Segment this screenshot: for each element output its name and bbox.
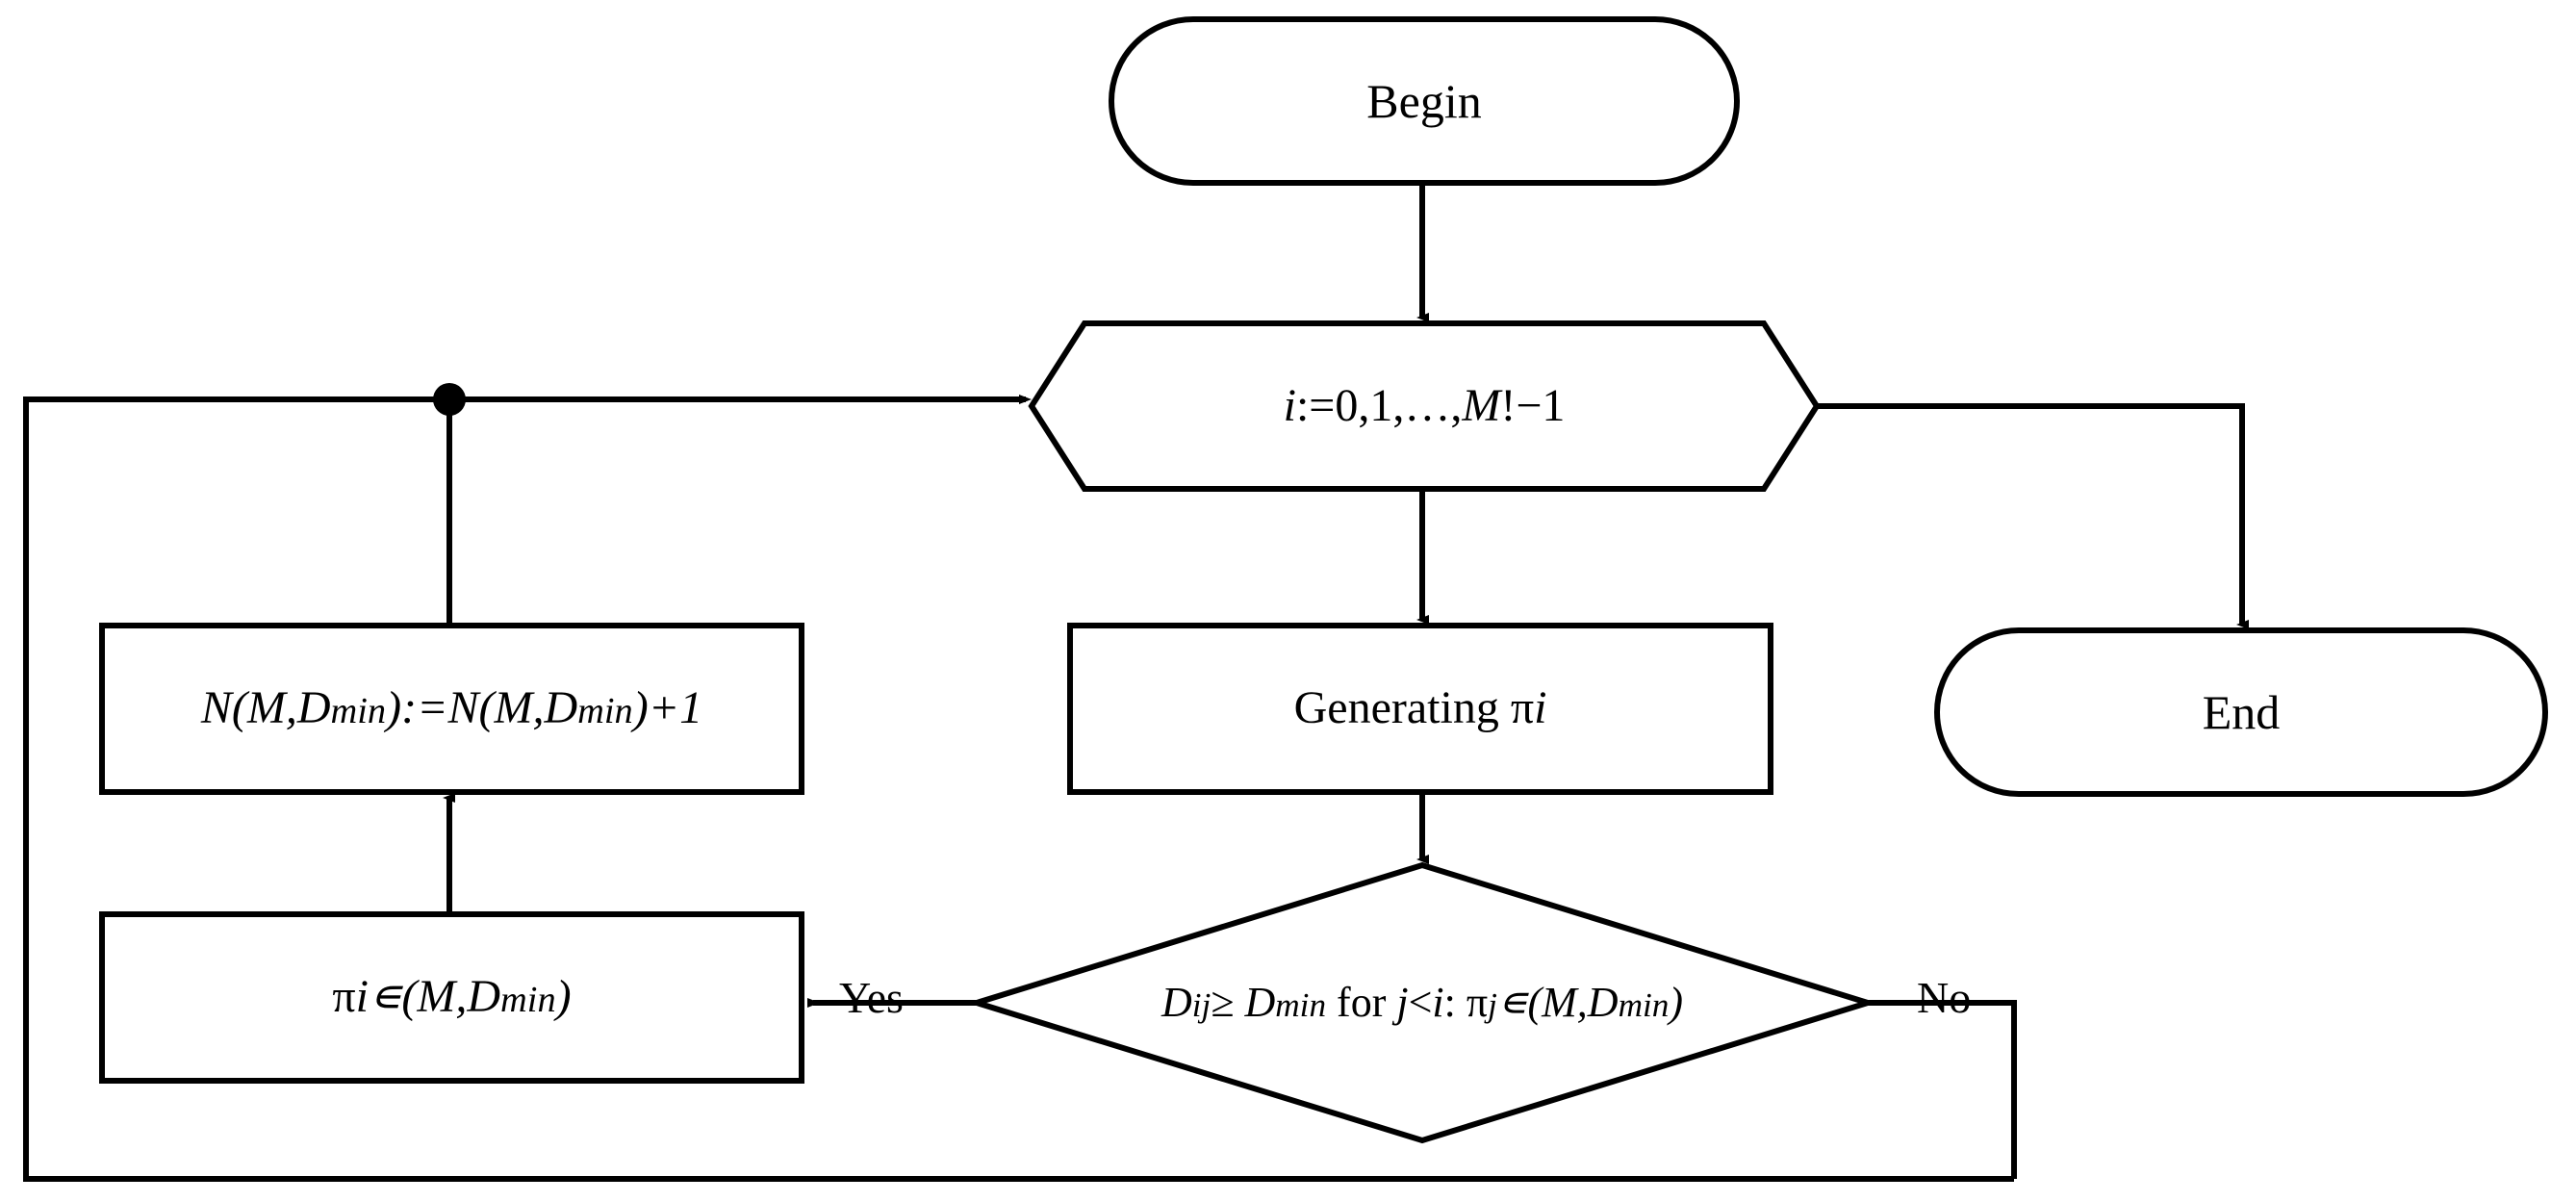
edge-loop-to-end <box>1817 403 2249 629</box>
generating-node-shape <box>1067 623 1773 795</box>
loop-node-shape <box>1028 320 1821 492</box>
end-node-shape <box>1934 627 2548 797</box>
edge-bottom-return-left <box>23 396 2014 1182</box>
store-node-shape <box>99 911 804 1084</box>
loop-junction-dot <box>433 383 466 416</box>
decision-node-shape <box>966 861 1878 1144</box>
counter-node-shape <box>99 623 804 795</box>
begin-node-shape <box>1109 16 1740 186</box>
edge-decision-no-to-return <box>1868 1000 2017 1179</box>
